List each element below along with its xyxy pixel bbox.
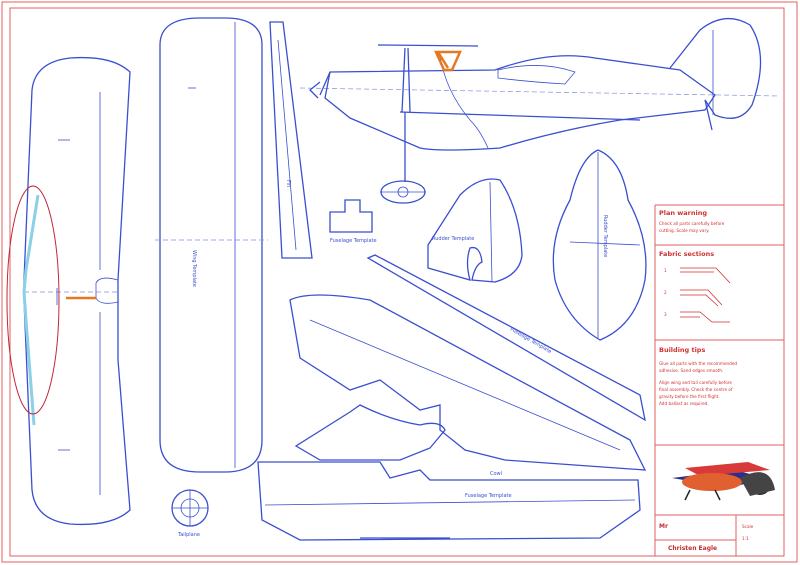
side-view-plane[interactable] <box>299 18 781 204</box>
main-wing[interactable] <box>23 56 131 526</box>
building-tip-2: adhesive. Sand edges smooth. <box>659 368 723 373</box>
inner-frame <box>9 7 785 557</box>
fabric-sections-heading: Fabric sections <box>659 250 714 258</box>
wing-panel-label: Wing Template <box>191 250 197 287</box>
fabric-caption-1: 1 <box>664 268 667 273</box>
logo: Mr <box>659 523 668 530</box>
rudder-right[interactable]: Rudder Template <box>552 149 647 341</box>
model-name: Christen Eagle <box>668 545 717 552</box>
fin-strut[interactable]: Fin <box>269 21 313 259</box>
building-tip-3: Align wing and tail carefully before <box>659 380 732 385</box>
selection-ring[interactable] <box>6 185 60 415</box>
cowl-label: Cowl <box>490 471 502 477</box>
fin-label: Fin <box>285 180 291 187</box>
plan-warning-text-2: cutting. Scale may vary. <box>659 228 709 233</box>
scale-value: 1:1 <box>742 536 749 541</box>
fabric-caption-3: 3 <box>664 312 667 317</box>
plan-warning-text-1: Check all parts carefully before <box>659 221 725 226</box>
wing-panel[interactable]: Wing Template <box>155 17 268 473</box>
building-tip-5: gravity before the first flight. <box>659 394 720 399</box>
rudder-right-label: Rudder Template <box>602 215 608 257</box>
cabane-highlight[interactable] <box>434 50 462 72</box>
rudder-left-label: Rudder Template <box>432 236 474 242</box>
plan-warning-heading: Plan warning <box>659 209 707 217</box>
fabric-caption-2: 2 <box>664 290 667 295</box>
scale-label: Scale <box>742 524 754 529</box>
building-tips-heading: Building tips <box>659 346 705 354</box>
upper-fuselage-label: Fuselage Template <box>509 327 552 355</box>
lower-fuselage-label: Fuselage Template <box>465 493 512 499</box>
rudder-left[interactable]: Rudder Template <box>427 178 523 283</box>
lower-fuselage[interactable]: Fuselage Template Cowl <box>257 404 641 541</box>
small-fuselage-label: Fuselage Template <box>330 238 377 244</box>
tailplane-part[interactable]: Tailplane <box>171 489 209 538</box>
title-block: Plan warning Check all parts carefully b… <box>654 204 784 556</box>
small-fuselage-part[interactable]: Fuselage Template <box>329 199 377 244</box>
building-tip-1: Glue all parts with the recommended <box>659 361 737 366</box>
tailplane-label: Tailplane <box>177 532 200 538</box>
building-tip-4: final assembly. Check the centre of <box>659 387 733 392</box>
selected-edge[interactable] <box>22 194 40 426</box>
building-tip-6: Add ballast as required. <box>659 401 709 406</box>
model-illustration <box>672 462 775 501</box>
upper-fuselage[interactable]: Fuselage Template <box>289 254 647 471</box>
